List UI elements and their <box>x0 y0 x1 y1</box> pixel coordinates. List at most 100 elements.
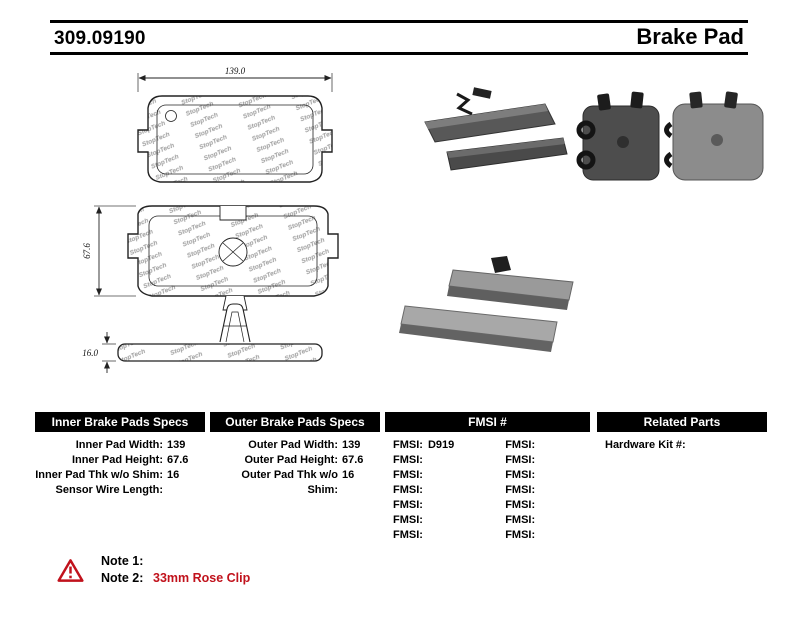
width-dim-label: 139.0 <box>225 66 246 76</box>
spec-value: 67.6 <box>342 454 364 466</box>
outer-specs-body: Outer Pad Width: 139 Outer Pad Height: 6… <box>210 432 380 498</box>
note-2-label: Note 2: <box>101 571 144 585</box>
fmsi-cell: FMSI: <box>385 483 491 498</box>
fmsi-row: FMSI: D919 FMSI: <box>385 438 590 453</box>
fmsi-cell: FMSI: <box>385 513 491 528</box>
spec-value: 139 <box>167 439 186 451</box>
fmsi-label: FMSI: <box>505 529 536 541</box>
fmsi-cell: FMSI: <box>491 453 590 468</box>
technical-drawing: StopTech 139.0 67.6 <box>82 66 339 373</box>
width-dimension: 139.0 <box>137 66 333 92</box>
fmsi-label: FMSI: <box>505 439 536 451</box>
spec-label: Outer Pad Thk w/o Shim: <box>241 469 338 496</box>
fmsi-label: FMSI: <box>393 484 423 496</box>
spec-row-inner-width: Inner Pad Width: 139 <box>35 438 205 453</box>
spec-row-sensor-wire: Sensor Wire Length: <box>35 483 205 498</box>
fmsi-label: FMSI: <box>393 529 423 541</box>
thickness-dimension: 16.0 <box>82 332 116 373</box>
wear-sensor-bracket <box>219 303 251 343</box>
notes-section: Note 1: Note 2: 33mm Rose Clip <box>57 553 250 587</box>
fmsi-value: D919 <box>427 439 455 451</box>
spec-label: Inner Pad Thk w/o Shim: <box>35 469 163 481</box>
part-number: 309.09190 <box>54 28 146 49</box>
spec-row-outer-width: Outer Pad Width: 139 <box>210 438 380 453</box>
related-parts-column: Related Parts Hardware Kit #: <box>597 412 767 453</box>
photo-pad-pair-angled <box>399 256 574 352</box>
spec-label: Inner Pad Height: <box>71 454 163 466</box>
specs-table: Inner Brake Pads Specs Inner Pad Width: … <box>35 412 767 552</box>
thickness-dim-label: 16.0 <box>82 348 98 358</box>
fmsi-label: FMSI: <box>505 484 536 496</box>
fmsi-cell: FMSI: <box>491 498 590 513</box>
fmsi-label: FMSI: <box>505 454 536 466</box>
related-parts-header: Related Parts <box>597 412 767 432</box>
inner-specs-header: Inner Brake Pads Specs <box>35 412 205 432</box>
page-header: 309.09190 Brake Pad <box>50 20 748 55</box>
page-title: Brake Pad <box>636 24 744 49</box>
fmsi-row: FMSI: FMSI: <box>385 468 590 483</box>
inner-specs-body: Inner Pad Width: 139 Inner Pad Height: 6… <box>35 432 205 498</box>
fmsi-cell: FMSI: <box>385 468 491 483</box>
header-top-rule <box>50 20 748 23</box>
header-row: 309.09190 Brake Pad <box>50 23 748 52</box>
fmsi-label: FMSI: <box>393 499 423 511</box>
spec-label: Outer Pad Width: <box>248 439 338 451</box>
pad-rear-view <box>127 205 339 311</box>
fmsi-label: FMSI: <box>505 499 536 511</box>
fmsi-label: FMSI: <box>393 454 423 466</box>
photo-backplate-right <box>664 91 764 181</box>
note-1: Note 1: <box>101 553 250 570</box>
fmsi-row: FMSI: FMSI: <box>385 498 590 513</box>
outer-specs-header: Outer Brake Pads Specs <box>210 412 380 432</box>
fmsi-label: FMSI: <box>505 469 536 481</box>
spec-label: Outer Pad Height: <box>244 454 338 466</box>
fmsi-cell: FMSI: <box>491 483 590 498</box>
warning-icon <box>57 558 84 582</box>
fmsi-body: FMSI: D919 FMSI: FMSI: FMSI: FMSI: FMSI: … <box>385 432 590 543</box>
fmsi-column: FMSI # FMSI: D919 FMSI: FMSI: FMSI: FMSI:… <box>385 412 590 543</box>
spec-value: 139 <box>342 439 361 451</box>
pad-front-view <box>137 95 333 183</box>
spec-row-inner-thickness: Inner Pad Thk w/o Shim: 16 <box>35 468 205 483</box>
photo-pads-with-clip <box>424 87 568 171</box>
fmsi-row: FMSI: FMSI: <box>385 528 590 543</box>
fmsi-label: FMSI: <box>393 469 423 481</box>
height-dimension: 67.6 <box>82 205 136 297</box>
spec-label: Inner Pad Width: <box>75 439 163 451</box>
fmsi-cell: FMSI: <box>491 528 590 543</box>
fmsi-row: FMSI: FMSI: <box>385 483 590 498</box>
fmsi-label: FMSI: <box>505 514 536 526</box>
fmsi-row: FMSI: FMSI: <box>385 453 590 468</box>
fmsi-cell: FMSI: <box>385 453 491 468</box>
spec-value: 67.6 <box>167 454 189 466</box>
outer-specs-column: Outer Brake Pads Specs Outer Pad Width: … <box>210 412 380 498</box>
header-bottom-rule <box>50 52 748 55</box>
fmsi-cell: FMSI: <box>491 513 590 528</box>
note-1-label: Note 1: <box>101 554 144 568</box>
fmsi-cell: FMSI: D919 <box>385 438 491 453</box>
spec-value <box>163 483 205 498</box>
note-2: Note 2: 33mm Rose Clip <box>101 570 250 587</box>
fmsi-label: FMSI: <box>393 439 423 451</box>
spec-row-outer-thickness: Outer Pad Thk w/o Shim: 16 <box>210 468 380 498</box>
note-lines: Note 1: Note 2: 33mm Rose Clip <box>101 553 250 587</box>
inner-specs-column: Inner Brake Pads Specs Inner Pad Width: … <box>35 412 205 498</box>
height-dim-label: 67.6 <box>82 243 92 259</box>
product-photos <box>399 87 764 352</box>
spec-value: 16 <box>342 469 355 481</box>
spec-row-outer-height: Outer Pad Height: 67.6 <box>210 453 380 468</box>
fmsi-header: FMSI # <box>385 412 590 432</box>
fmsi-cell: FMSI: <box>385 498 491 513</box>
related-parts-body: Hardware Kit #: <box>597 432 767 453</box>
fmsi-cell: FMSI: <box>491 468 590 483</box>
related-row-hardware-kit: Hardware Kit #: <box>597 438 767 453</box>
fmsi-cell: FMSI: <box>491 438 590 453</box>
pad-edge-view <box>117 343 323 362</box>
fmsi-label: FMSI: <box>393 514 423 526</box>
note-2-value: 33mm Rose Clip <box>153 571 251 585</box>
related-label: Hardware Kit #: <box>605 439 686 451</box>
spec-label: Sensor Wire Length: <box>55 484 163 496</box>
fmsi-cell: FMSI: <box>385 528 491 543</box>
spec-value: 16 <box>167 469 180 481</box>
